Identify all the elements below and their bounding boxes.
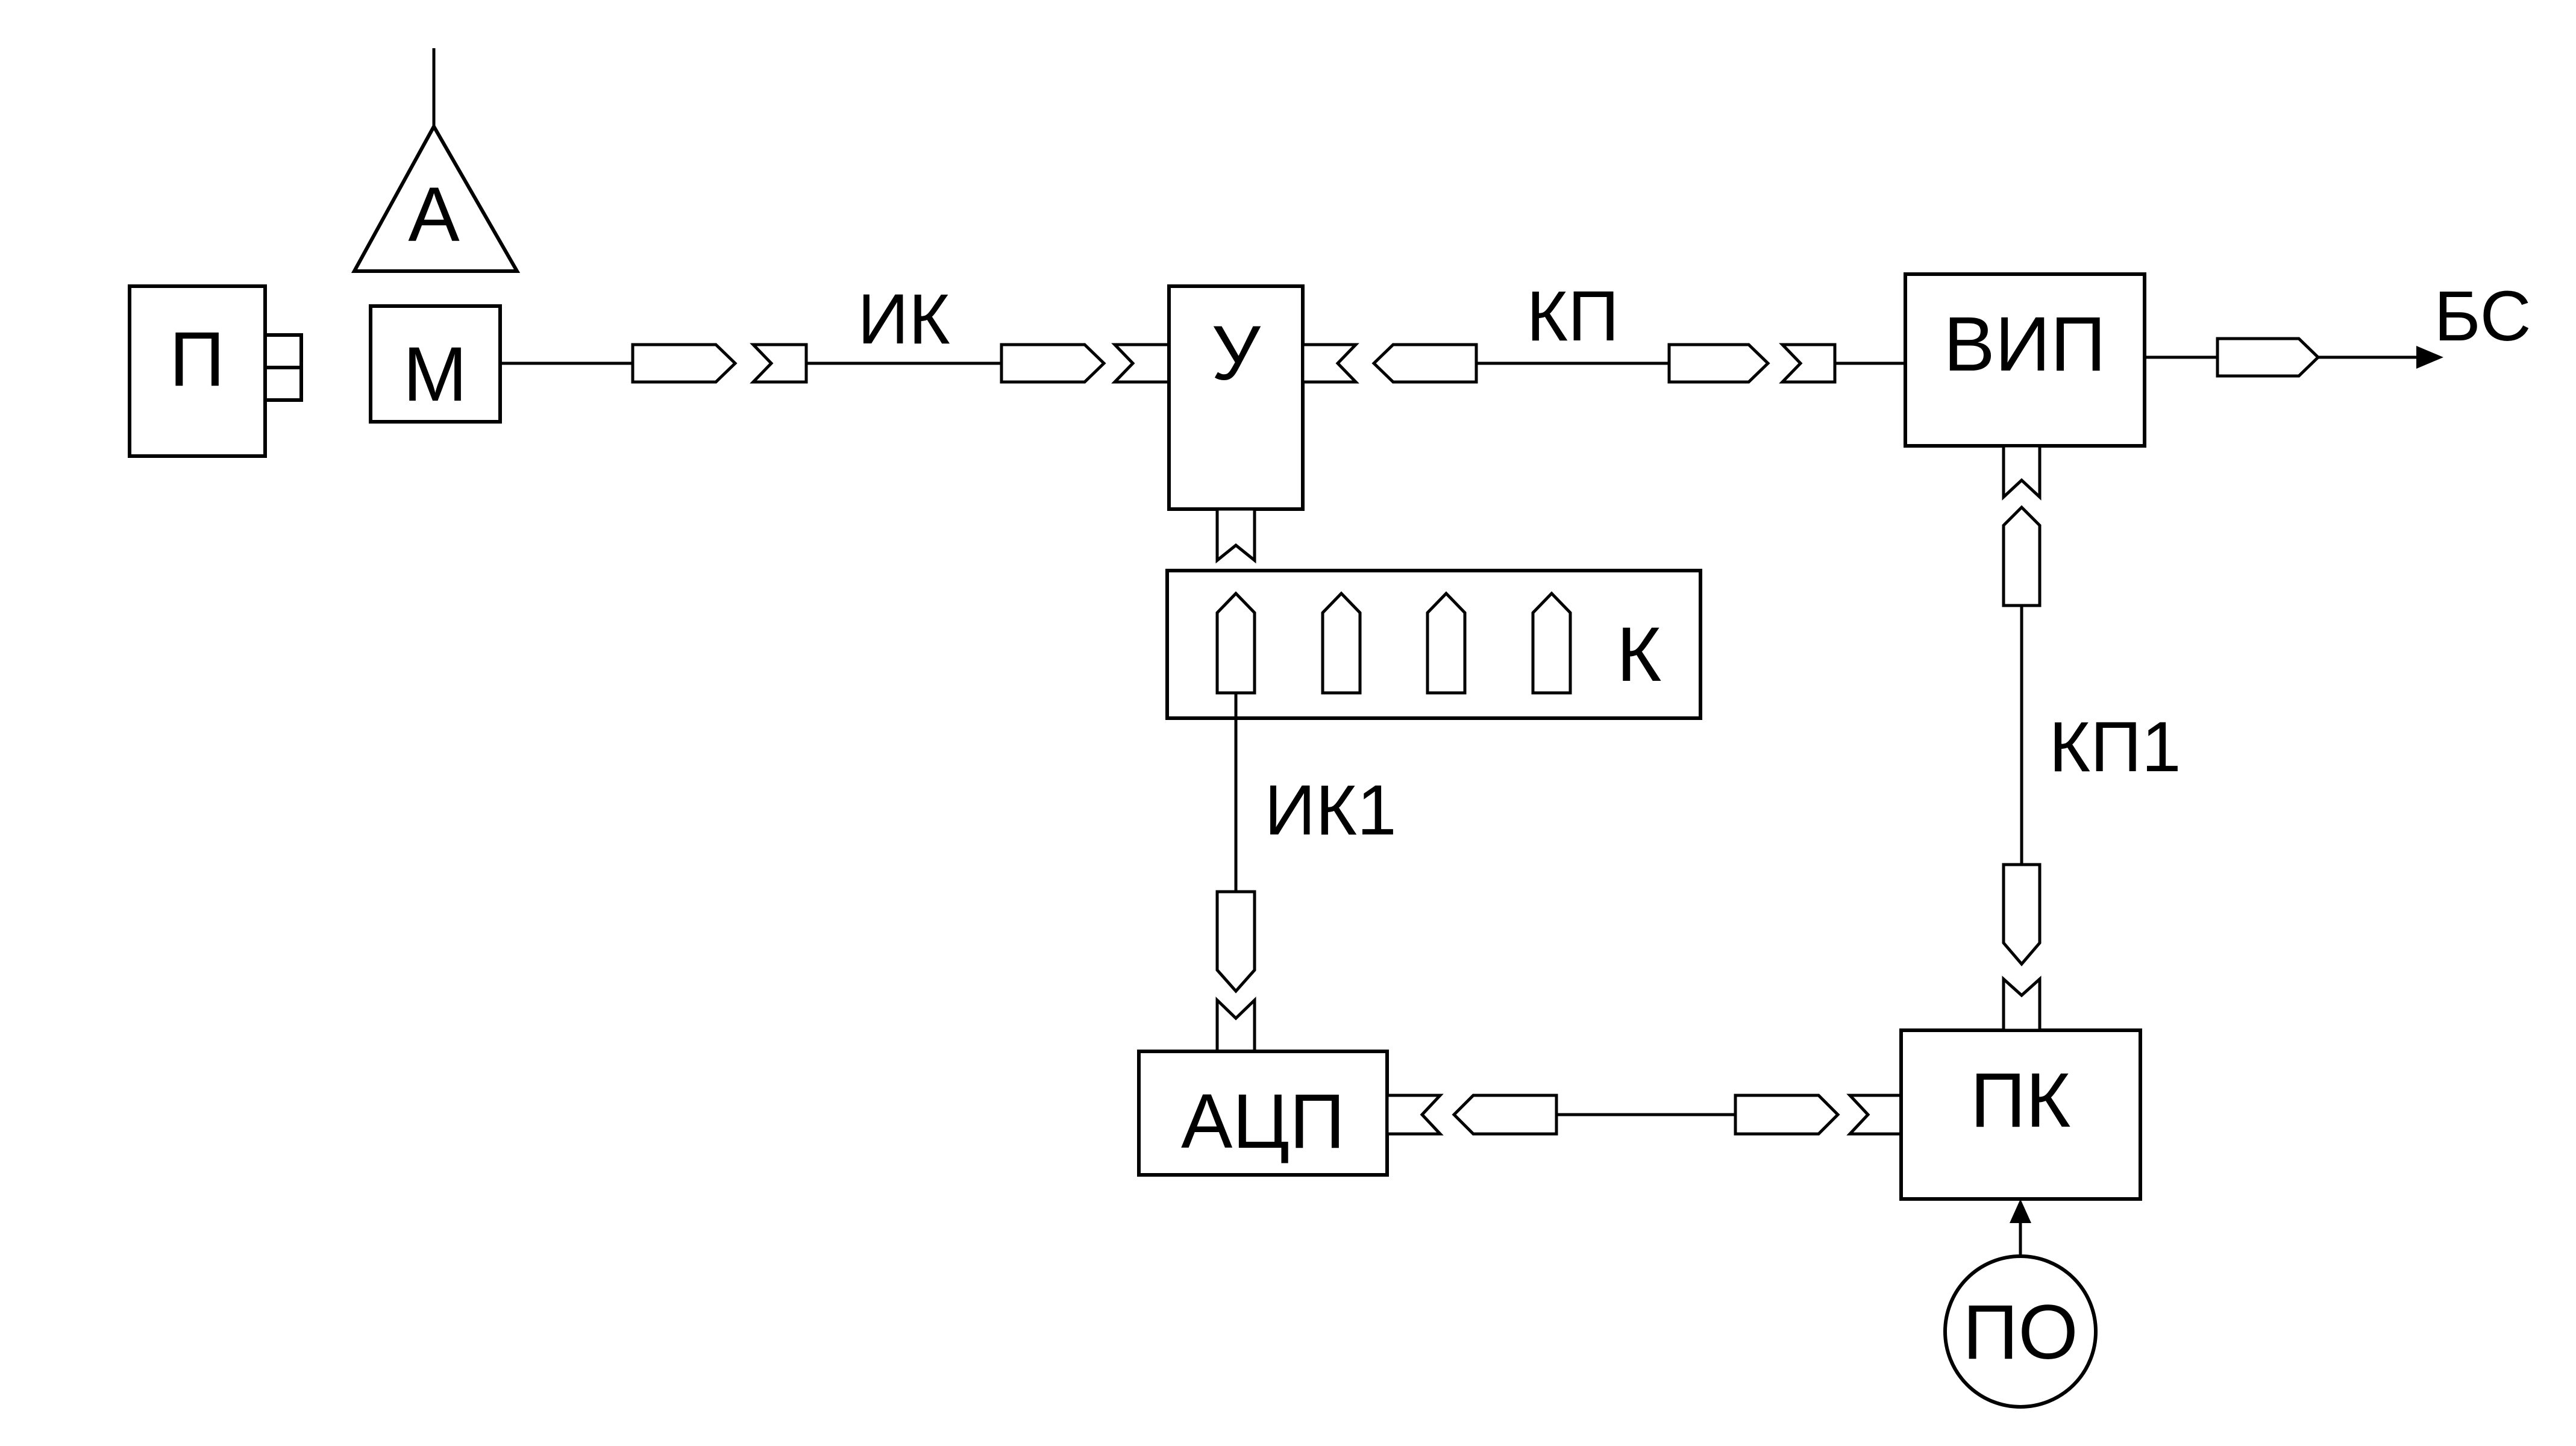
connector-socket xyxy=(1215,507,1256,564)
connector-socket xyxy=(1385,1094,1444,1136)
connector-socket xyxy=(2002,975,2042,1032)
link-bs-label: БС xyxy=(2434,277,2531,356)
block-pk xyxy=(1899,1028,2142,1201)
block-u-label: У xyxy=(1211,310,1261,396)
antenna-triangle xyxy=(351,122,521,273)
block-adc-label: АЦП xyxy=(1181,1078,1345,1165)
block-vip-label: ВИП xyxy=(1943,301,2105,387)
connector-plug xyxy=(2002,505,2042,607)
connector-socket xyxy=(1301,343,1359,384)
connector-plug xyxy=(2216,337,2321,378)
connector-socket xyxy=(1111,343,1171,384)
plug-pin-top xyxy=(263,333,303,369)
block-adc xyxy=(1137,1050,1389,1177)
k-slot-plug xyxy=(1426,591,1467,695)
connector-plug xyxy=(631,343,738,384)
block-vip xyxy=(1904,272,2146,448)
antenna-label: А xyxy=(408,172,460,258)
connector-socket xyxy=(750,343,808,384)
link-kp1-label: КП1 xyxy=(2049,707,2181,787)
block-p-label: П xyxy=(169,316,225,402)
block-p xyxy=(128,284,267,458)
connector-socket xyxy=(1846,1094,1903,1136)
link-ik-label: ИК xyxy=(857,280,950,359)
connector-plug xyxy=(1734,1094,1840,1136)
block-po-label: ПО xyxy=(1963,1289,2078,1376)
plug-pin-bottom xyxy=(263,366,303,402)
link-kp-label: КП xyxy=(1526,277,1619,356)
link-ik1-label: ИК1 xyxy=(1264,771,1396,850)
connector-plug xyxy=(2002,863,2042,966)
connector-plug xyxy=(1215,890,1256,994)
block-pk-label: ПК xyxy=(1970,1057,2071,1144)
connector-socket xyxy=(1215,997,1256,1053)
arrow-head-icon xyxy=(2010,1199,2031,1223)
block-po xyxy=(1943,1254,2098,1409)
block-m xyxy=(369,304,502,424)
k-slot-plug xyxy=(1321,591,1362,695)
connector-plug xyxy=(1452,1094,1558,1136)
arrow-head-icon xyxy=(2416,346,2443,369)
k-slot-plug xyxy=(1531,591,1572,695)
connector-plug xyxy=(1000,343,1106,384)
connector-socket xyxy=(1779,343,1837,384)
block-k-label: К xyxy=(1617,612,1662,698)
block-u xyxy=(1167,284,1305,511)
k-slot-plug xyxy=(1215,591,1256,695)
connector-socket xyxy=(2002,444,2042,501)
connector-plug xyxy=(1371,343,1478,384)
connector-plug xyxy=(1667,343,1770,384)
block-m-label: М xyxy=(403,331,468,418)
